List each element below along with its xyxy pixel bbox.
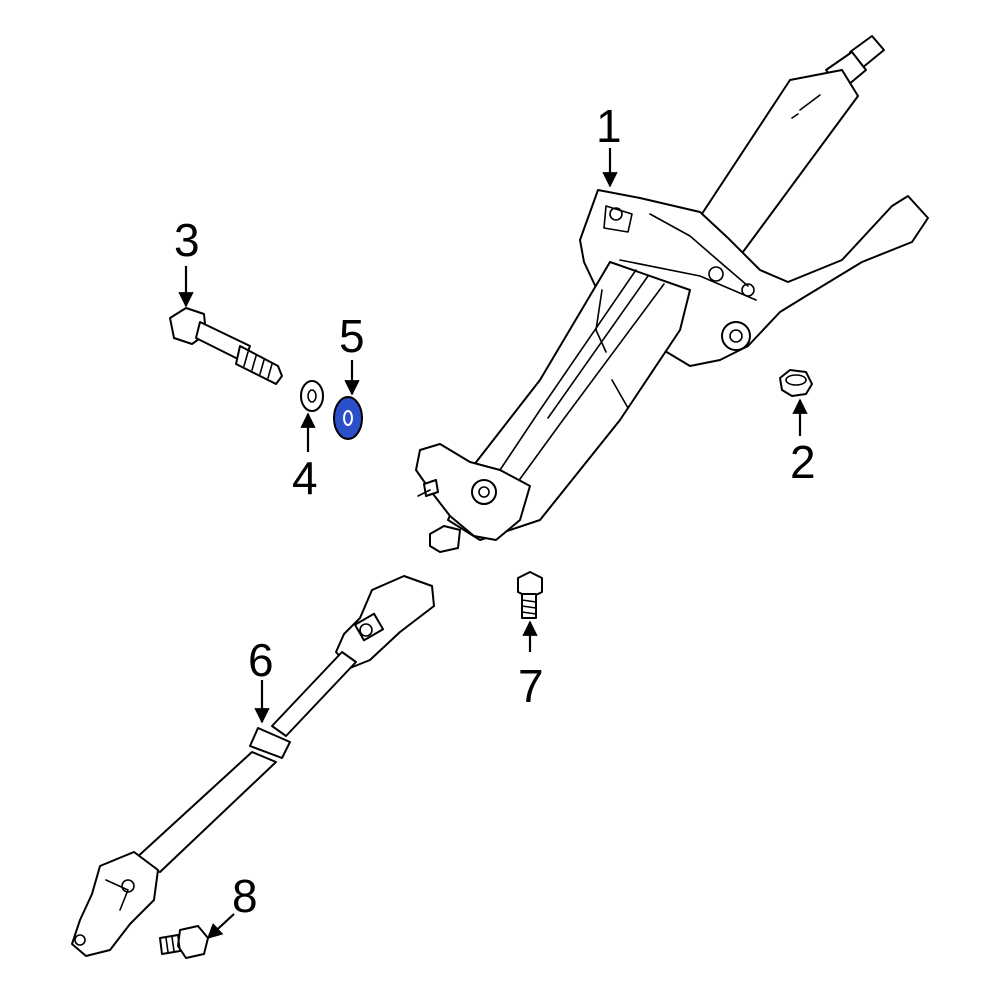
callout-7[interactable]: 7 [518,660,544,712]
callout-labels: 1 2 3 4 5 6 7 8 [174,100,816,922]
callout-2[interactable]: 2 [790,436,816,488]
part-5-washer-highlighted[interactable] [333,396,363,440]
part-2-nut[interactable] [779,369,813,397]
callout-5[interactable]: 5 [339,310,365,362]
part-4-washer[interactable] [300,380,324,412]
part-1-steering-column[interactable] [415,35,929,553]
part-3-bolt[interactable] [169,307,283,385]
callout-4[interactable]: 4 [292,452,318,504]
part-8-bolt[interactable] [159,925,209,959]
callout-leaders [178,148,808,940]
part-6-intermediate-shaft[interactable] [71,575,435,957]
callout-3[interactable]: 3 [174,214,200,266]
callout-6[interactable]: 6 [248,634,274,686]
callout-8[interactable]: 8 [232,870,258,922]
leader-8 [206,913,235,940]
part-7-bolt[interactable] [517,571,543,619]
callout-1[interactable]: 1 [596,100,622,152]
